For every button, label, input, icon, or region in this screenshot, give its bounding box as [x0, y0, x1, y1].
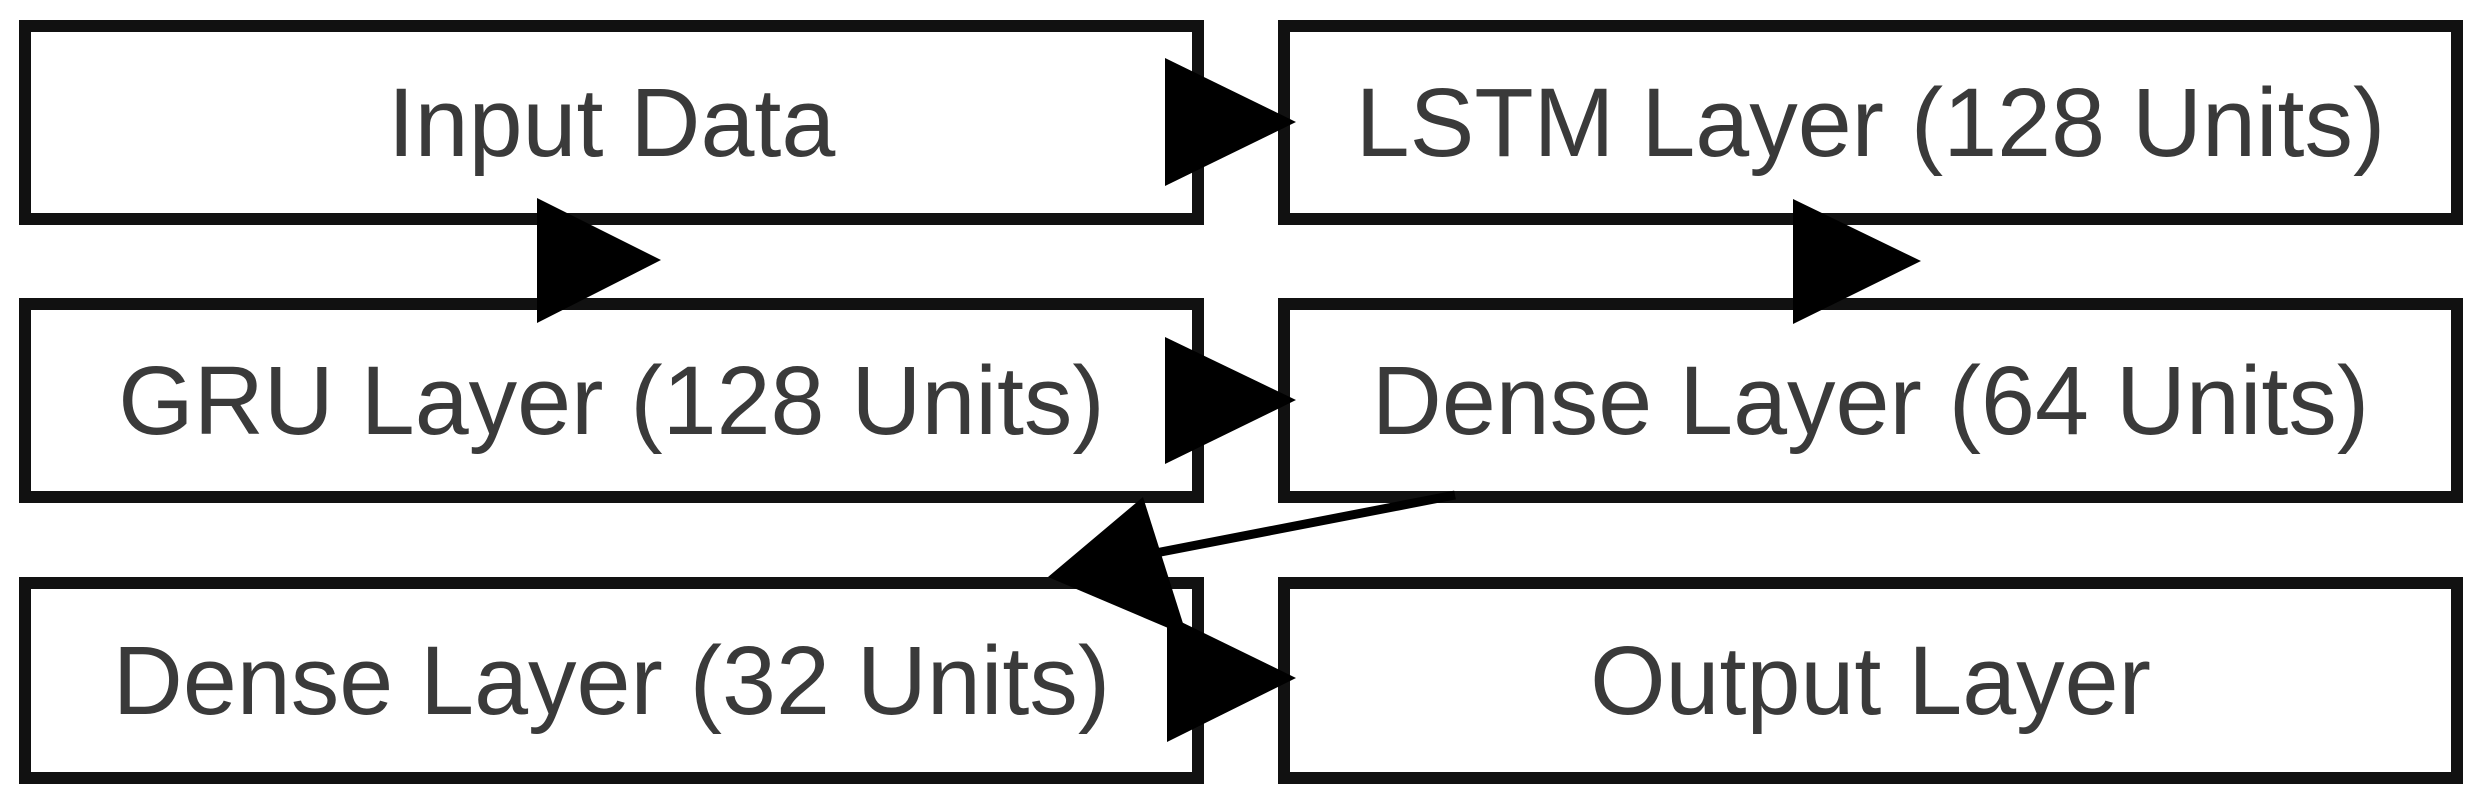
- node-gru-layer: GRU Layer (128 Units): [19, 298, 1204, 503]
- node-dense-layer-64-label: Dense Layer (64 Units): [1371, 346, 2370, 455]
- node-input-data: Input Data: [19, 20, 1204, 225]
- node-lstm-layer: LSTM Layer (128 Units): [1278, 20, 2463, 225]
- arrow-dense64-to-dense32-line: [1139, 490, 1456, 561]
- node-output-layer: Output Layer: [1278, 577, 2463, 784]
- node-input-data-label: Input Data: [387, 68, 836, 177]
- node-dense-layer-64: Dense Layer (64 Units): [1278, 298, 2463, 503]
- node-gru-layer-label: GRU Layer (128 Units): [118, 346, 1105, 455]
- node-dense-layer-32-label: Dense Layer (32 Units): [112, 626, 1111, 735]
- node-dense-layer-32: Dense Layer (32 Units): [19, 577, 1204, 784]
- node-lstm-layer-label: LSTM Layer (128 Units): [1355, 68, 2386, 177]
- node-output-layer-label: Output Layer: [1590, 626, 2151, 735]
